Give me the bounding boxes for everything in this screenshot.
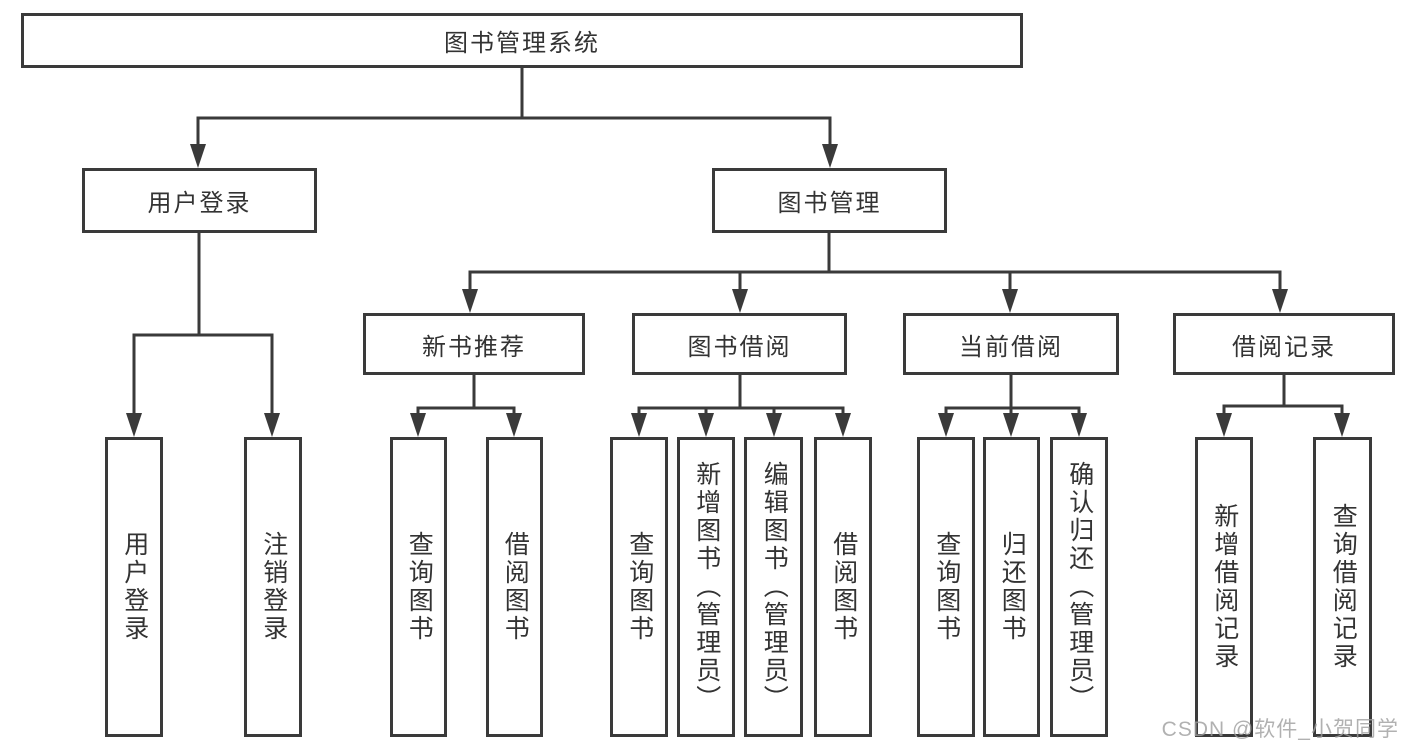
leaf-return-book: 归还图书 — [983, 437, 1040, 737]
arrow-down-icon — [410, 413, 426, 437]
arrow-down-icon — [631, 413, 647, 437]
arrow-down-icon — [126, 413, 142, 437]
leaf-search-books: 查询图书 — [610, 437, 668, 737]
arrow-down-icon — [506, 413, 522, 437]
arrow-down-icon — [1003, 413, 1019, 437]
arrow-down-icon — [698, 413, 714, 437]
arrowheads-group — [126, 144, 1350, 437]
branch-new-book-recommendation: 新书推荐 — [363, 313, 585, 375]
leaf-add-book-admin: 新增图书（管理员） — [677, 437, 735, 737]
arrow-down-icon — [1002, 289, 1018, 313]
branch-book-borrowing: 图书借阅 — [632, 313, 847, 375]
arrow-down-icon — [1334, 413, 1350, 437]
arrow-down-icon — [766, 413, 782, 437]
branch-current-borrowing: 当前借阅 — [903, 313, 1119, 375]
csdn-watermark: CSDN @软件_小贺同学 — [1161, 718, 1399, 741]
arrow-down-icon — [1272, 289, 1288, 313]
branch-book-management: 图书管理 — [712, 168, 947, 233]
arrow-down-icon — [1216, 413, 1232, 437]
leaf-borrow-books: 借阅图书 — [814, 437, 872, 737]
branch-borrowing-records: 借阅记录 — [1173, 313, 1395, 375]
leaf-logout: 注销登录 — [244, 437, 302, 737]
leaf-search-borrow-record: 查询借阅记录 — [1313, 437, 1372, 737]
branch-user-login: 用户登录 — [82, 168, 317, 233]
leaf-edit-book-admin: 编辑图书（管理员） — [744, 437, 803, 737]
leaf-add-borrow-record: 新增借阅记录 — [1195, 437, 1253, 737]
arrow-down-icon — [835, 413, 851, 437]
arrow-down-icon — [938, 413, 954, 437]
arrow-down-icon — [822, 144, 838, 168]
arrow-down-icon — [462, 289, 478, 313]
leaf-confirm-return-admin: 确认归还（管理员） — [1050, 437, 1108, 737]
leaf-search-books: 查询图书 — [390, 437, 447, 737]
arrow-down-icon — [732, 289, 748, 313]
connector-line — [132, 66, 1344, 418]
node-library-management-system: 图书管理系统 — [21, 13, 1023, 68]
leaf-borrow-books: 借阅图书 — [486, 437, 543, 737]
arrow-down-icon — [190, 144, 206, 168]
leaf-search-books: 查询图书 — [917, 437, 975, 737]
arrow-down-icon — [264, 413, 280, 437]
leaf-user-login: 用户登录 — [105, 437, 163, 737]
arrow-down-icon — [1071, 413, 1087, 437]
